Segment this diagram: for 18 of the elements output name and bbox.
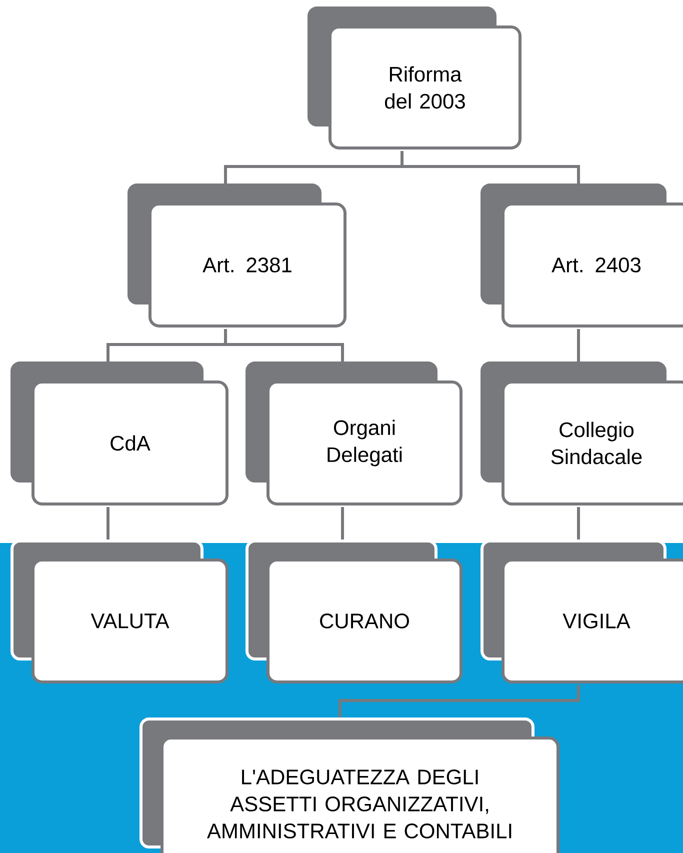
node-label: VIGILA [562,614,630,628]
connector-line [338,685,580,718]
org-box: L'ADEGUATEZZA DEGLI ASSETTI ORGANIZZATIVI, AMMINISTRATIVI E CONTABILI [140,718,560,853]
connector-line [224,329,344,362]
org-box: Art. 2381 [128,184,346,328]
connector-line [341,507,344,540]
org-box: CURANO [246,540,462,684]
org-box: VALUTA [10,540,228,684]
connector-line [106,507,110,540]
org-box: Collegio Sindacale [480,362,683,506]
org-box: Riforma del 2003 [308,6,522,150]
org-box: Art. 2403 [480,184,683,328]
org-box: VIGILA [480,540,683,684]
connector-line [577,329,580,362]
connector-line [400,151,580,184]
connector-line [577,507,580,540]
org-box: Organi Delegati [246,362,462,506]
org-box: CdA [10,362,228,506]
